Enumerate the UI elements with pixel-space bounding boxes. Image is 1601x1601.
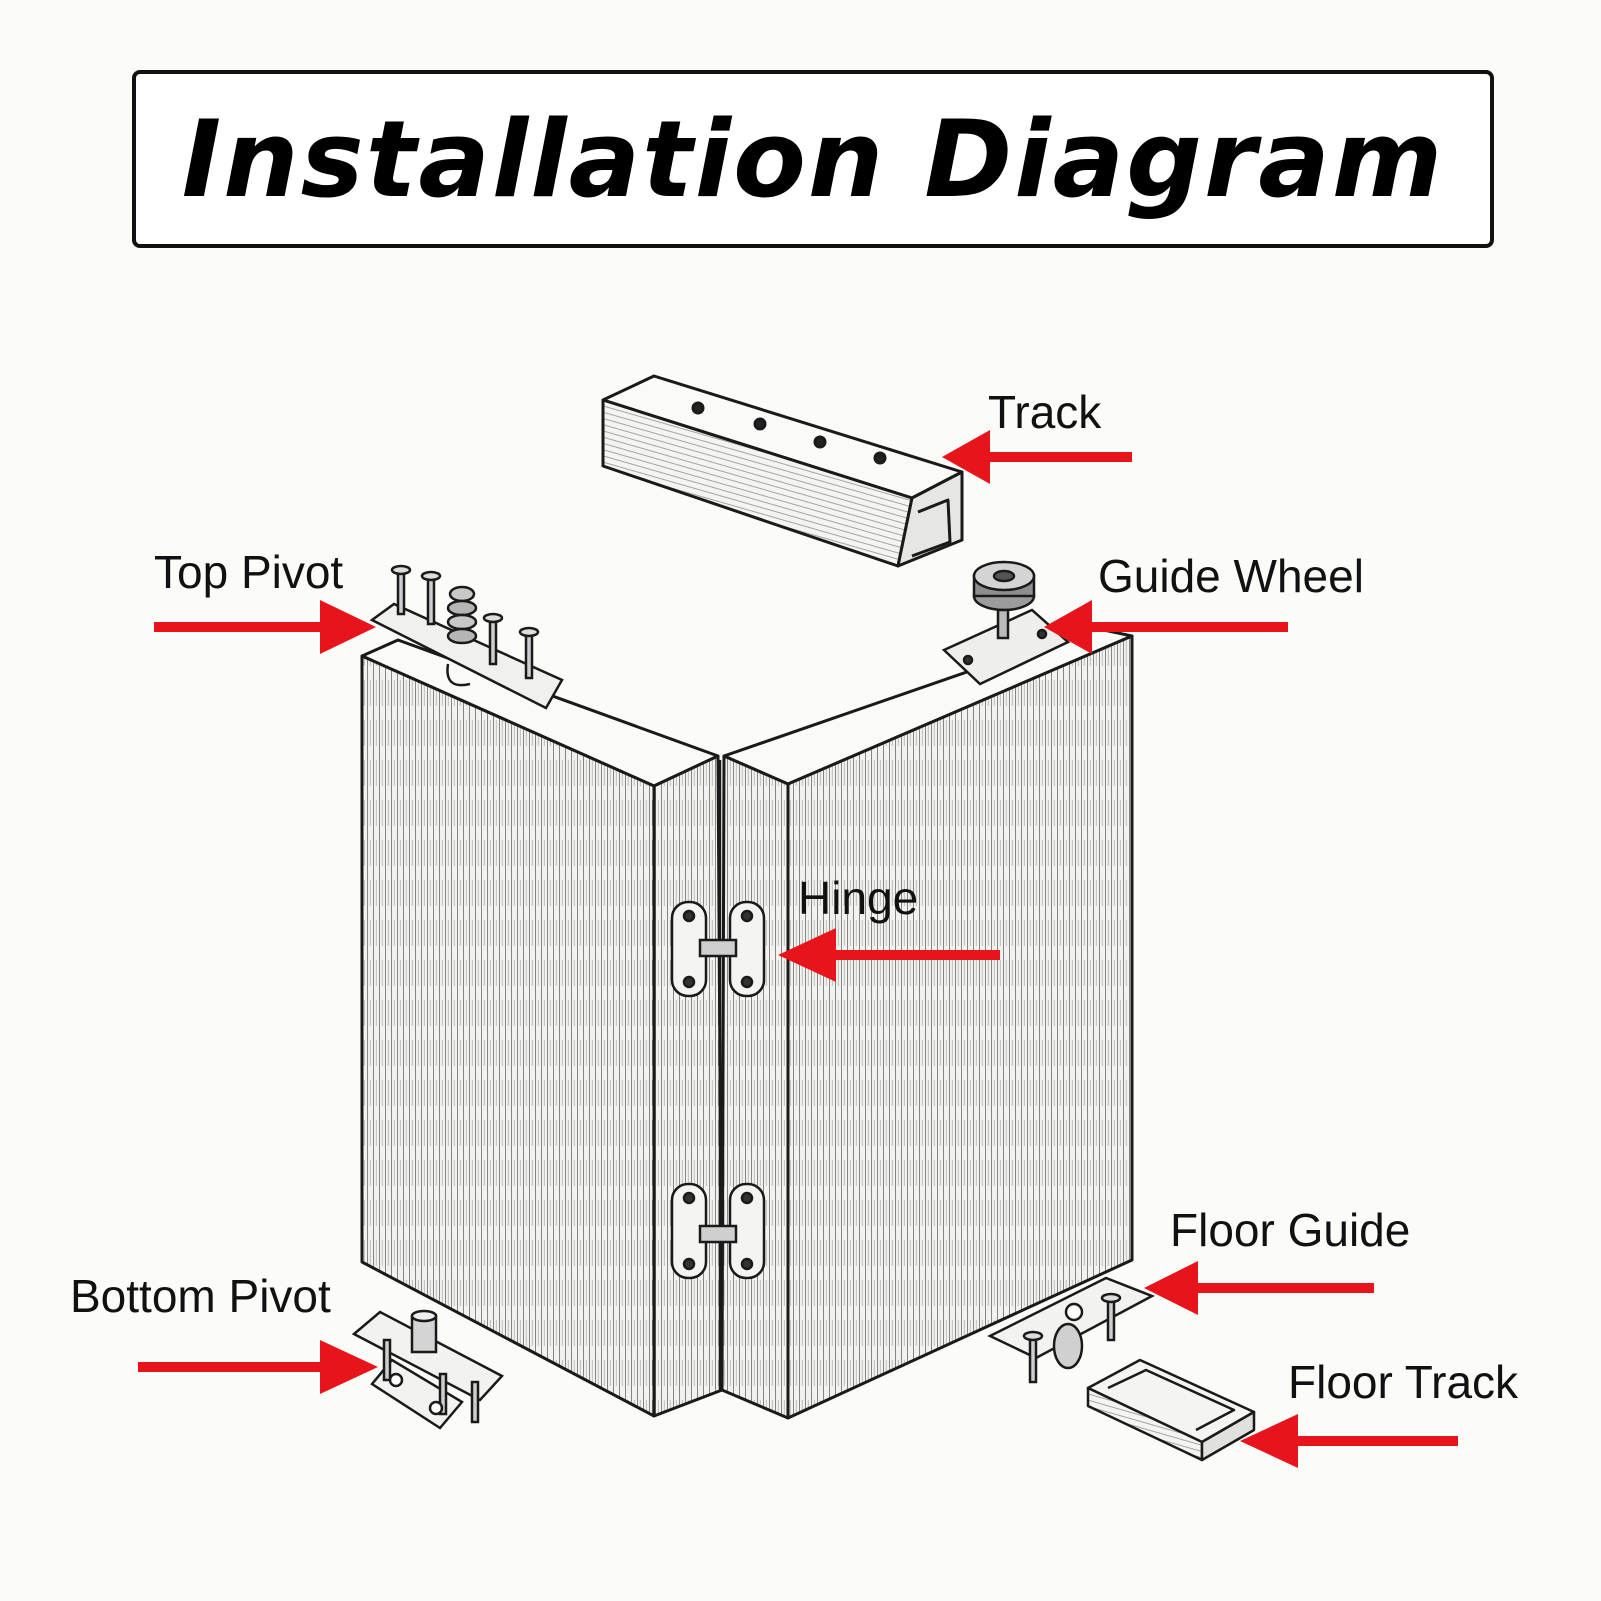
floor-track-arrow xyxy=(1240,1414,1458,1468)
bottom-pivot-hardware xyxy=(351,1309,505,1430)
guide-wheel-arrow xyxy=(1044,600,1288,654)
diagram-title: Installation Diagram xyxy=(181,97,1445,221)
title-box: Installation Diagram xyxy=(132,70,1494,248)
floor-guide-hardware xyxy=(987,1276,1155,1384)
bottom-pivot-arrow xyxy=(138,1340,378,1394)
label-guide-wheel: Guide Wheel xyxy=(1098,550,1364,602)
label-floor-guide: Floor Guide xyxy=(1170,1204,1410,1256)
label-top-pivot: Top Pivot xyxy=(154,546,343,598)
hinge-lower xyxy=(670,1182,766,1280)
label-floor-track: Floor Track xyxy=(1288,1356,1519,1408)
hinge-upper xyxy=(670,900,766,998)
floor-track-hardware xyxy=(1086,1358,1256,1462)
arrows xyxy=(138,430,1458,1468)
folding-door xyxy=(360,626,1134,1420)
floor-guide-arrow xyxy=(1144,1261,1374,1315)
label-hinge: Hinge xyxy=(798,872,918,924)
label-bottom-pivot: Bottom Pivot xyxy=(70,1270,331,1322)
track-rail xyxy=(601,374,964,568)
track-arrow xyxy=(942,430,1132,484)
label-track: Track xyxy=(988,386,1102,438)
guide-wheel-hardware xyxy=(941,560,1071,686)
hinge-arrow xyxy=(778,928,1000,982)
top-pivot-hardware xyxy=(369,564,564,710)
top-pivot-arrow xyxy=(154,600,376,654)
